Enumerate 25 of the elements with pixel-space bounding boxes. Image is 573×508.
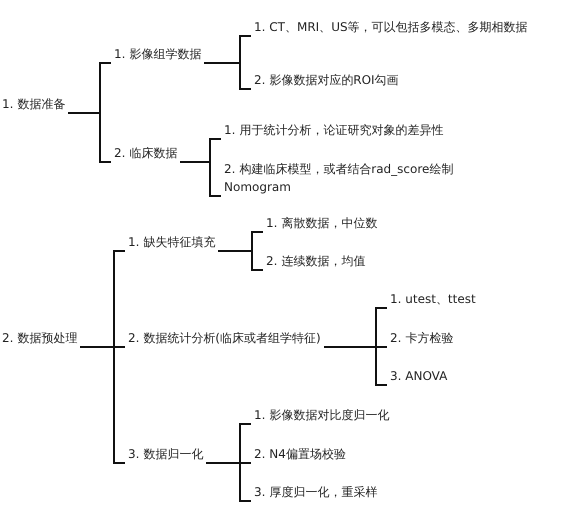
tree-item-text: 1. utest、ttest: [390, 290, 476, 308]
tree-connector: [204, 62, 251, 90]
tree-item-text: 2. 连续数据，均值: [266, 252, 366, 270]
tree-item-text: 1. 用于统计分析，论证研究对象的差异性: [224, 121, 444, 139]
tree-connector: [180, 161, 221, 197]
tree-item-text: 2. 数据预处理: [2, 329, 78, 347]
tree-item-text: 3. 数据归一化: [128, 445, 204, 463]
tree-connector: [80, 346, 125, 464]
tree-item-text: 2. 构建临床模型，或者结合rad_score绘制 Nomogram: [224, 160, 494, 196]
tree-item-text: 3. ANOVA: [390, 367, 448, 385]
tree-item-text: 2. 卡方检验: [390, 329, 454, 347]
tree-connector: [206, 462, 251, 502]
tree-connector: [324, 346, 387, 386]
tree-item-text: 2. 临床数据: [114, 144, 178, 162]
tree-item-text: 1. 数据准备: [2, 95, 66, 113]
tree-item-text: 2. 影像数据对应的ROI勾画: [254, 71, 399, 89]
tree-item-text: 2. 数据统计分析(临床或者组学特征): [128, 329, 321, 347]
tree-connector: [68, 112, 111, 163]
tree-item-text: 1. 缺失特征填充: [128, 233, 216, 251]
tree-item-text: 1. CT、MRI、US等，可以包括多模态、多期相数据: [254, 18, 559, 36]
tree-item-text: 1. 离散数据，中位数: [266, 214, 378, 232]
tree-item-text: 1. 影像数据对比度归一化: [254, 406, 390, 424]
tree-item-text: 1. 影像组学数据: [114, 45, 202, 63]
tree-item-text: 3. 厚度归一化，重采样: [254, 483, 378, 501]
tree-item-text: 2. N4偏置场校验: [254, 445, 346, 463]
